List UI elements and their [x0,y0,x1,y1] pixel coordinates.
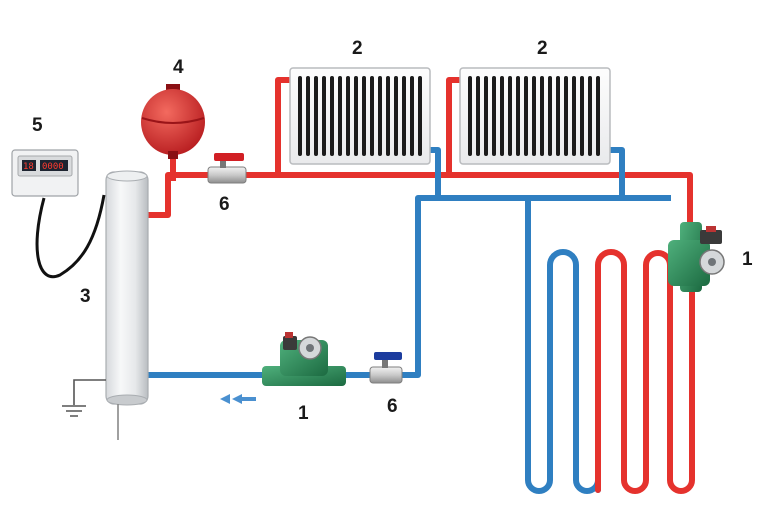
radiator-left-fin [410,76,414,156]
radiator-left-fin [298,76,302,156]
circulation-pump-bottom [262,332,346,386]
radiator-right-fin [492,76,496,156]
controller-display-left: 18 [23,162,34,172]
cold-pipe-after-valve [397,195,671,378]
flow-arrow-left-icon [232,394,242,404]
radiator-right [459,67,611,165]
label-radiator-right: 2 [537,38,548,59]
radiator-right-fin [540,76,544,156]
radiator-left-fin [306,76,310,156]
controller-display-right: 0000 [42,162,64,172]
radiator-left-fin [378,76,382,156]
controller-unit: 18 0000 [11,149,106,279]
label-expansion-tank: 4 [173,57,184,78]
radiator-left-fin [370,76,374,156]
floor-heating-loop [525,195,695,494]
radiator-left-fin [338,76,342,156]
radiator-right-fin [564,76,568,156]
radiator-left-fin [418,76,422,156]
hot-pipe-radiator-right [446,77,465,178]
hot-pipe-riser [147,172,213,218]
radiator-right-fin [524,76,528,156]
radiator-right-fin [484,76,488,156]
radiator-right-fin [548,76,552,156]
circulation-pump-right [668,222,725,292]
radiator-right-fin [476,76,480,156]
floor-loop-blue-path [525,195,601,494]
label-valve-bottom: 6 [387,396,398,417]
ball-valve-top [207,153,247,184]
radiator-left [289,67,431,165]
radiator-left-fin [394,76,398,156]
expansion-tank [141,84,205,159]
radiator-right-fin [596,76,600,156]
radiator-left-fin [402,76,406,156]
radiator-right-fin [572,76,576,156]
radiator-left-fin [362,76,366,156]
radiator-left-fin [322,76,326,156]
cold-pipe-radiator-right-return [607,147,625,201]
cold-pipes [147,147,671,378]
electric-boiler [105,170,149,406]
radiator-left-fin [330,76,334,156]
label-controller: 5 [32,115,43,136]
label-heater: 3 [80,286,91,307]
radiator-right-fin [500,76,504,156]
controller-cable [35,194,106,279]
label-valve-top: 6 [219,194,230,215]
radiator-left-fin [386,76,390,156]
radiator-left-fin [346,76,350,156]
floor-loop-red-path [595,249,695,494]
flow-arrow-left-icon [220,394,230,404]
label-pump-bottom: 1 [298,403,309,424]
radiator-right-fin [508,76,512,156]
radiator-right-fin [532,76,536,156]
label-radiator-left: 2 [352,38,363,59]
hot-pipe-main [241,172,693,225]
label-pump-right: 1 [742,249,753,270]
flow-direction-arrows [220,394,256,404]
cold-pipe-radiator-left-return [427,147,441,201]
radiator-left-fins [298,76,422,156]
radiator-left-fin [314,76,318,156]
radiator-right-fin [516,76,520,156]
radiator-left-fin [354,76,358,156]
ball-valve-bottom [369,352,403,384]
hot-pipe-radiator-left [275,77,295,178]
radiator-right-fin [556,76,560,156]
radiator-right-fin [588,76,592,156]
radiator-right-fins [468,76,600,156]
radiator-right-fin [580,76,584,156]
ground-symbol [62,379,119,440]
radiator-right-fin [468,76,472,156]
